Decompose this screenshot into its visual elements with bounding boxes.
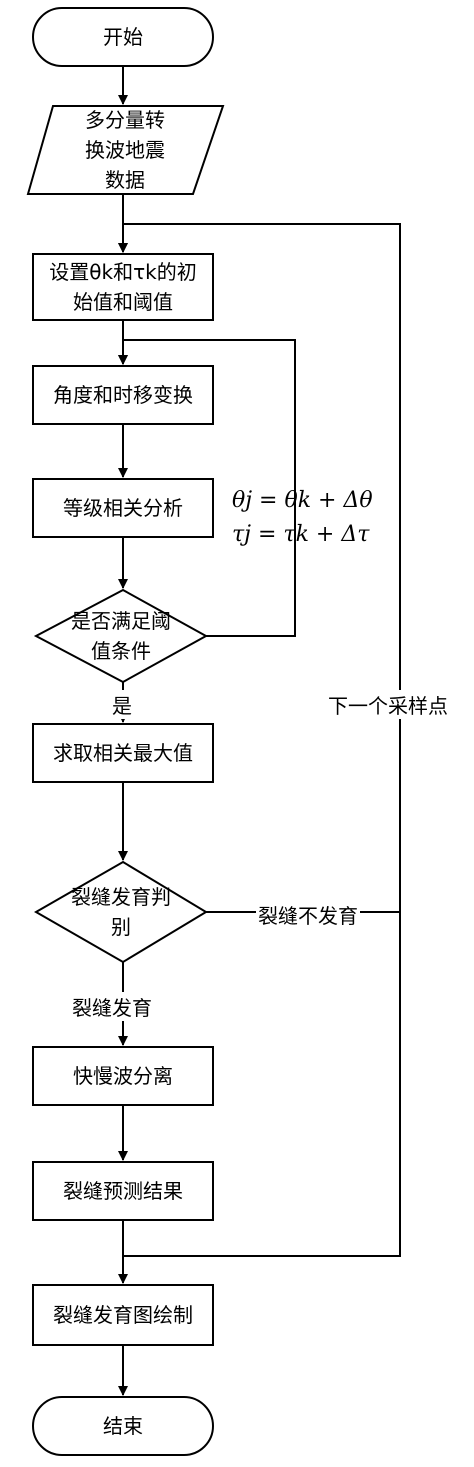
transform-box bbox=[32, 365, 214, 425]
map-draw-label: 裂缝发育图绘制 bbox=[53, 1303, 193, 1327]
input-label: 多分量转 换波地震 数据 bbox=[85, 108, 165, 192]
input-data-parallelogram bbox=[26, 105, 225, 195]
start-label: 开始 bbox=[103, 25, 143, 49]
formula-tau: τj = τk + Δτ bbox=[232, 522, 370, 547]
wave-sep-box bbox=[32, 1046, 214, 1106]
map-draw-box bbox=[32, 1284, 214, 1346]
fracture-judge-label: 裂缝发育判 别 bbox=[71, 885, 171, 939]
edge-yes-label: 是 bbox=[110, 690, 134, 719]
rank-corr-label: 等级相关分析 bbox=[63, 496, 183, 520]
edge-fracture-not-developed-label: 裂缝不发育 bbox=[256, 900, 360, 929]
loop-threshold-to-transform bbox=[123, 339, 296, 637]
loop-next-sample-up bbox=[123, 223, 401, 912]
transform-label: 角度和时移变换 bbox=[53, 383, 193, 407]
predict-result-label: 裂缝预测结果 bbox=[63, 1179, 183, 1203]
formula-theta: θj = θk + Δθ bbox=[232, 488, 373, 513]
edge-fracture-developed-label: 裂缝发育 bbox=[70, 992, 154, 1021]
edge-next-sample-label: 下一个采样点 bbox=[326, 690, 450, 719]
set-init-label: 设置θk和τk的初 始值和阈值 bbox=[49, 260, 197, 314]
rank-corr-box bbox=[32, 478, 214, 538]
end-label: 结束 bbox=[103, 1414, 143, 1438]
end-terminator bbox=[32, 1396, 214, 1456]
wave-sep-label: 快慢波分离 bbox=[73, 1064, 173, 1088]
max-corr-label: 求取相关最大值 bbox=[53, 741, 193, 765]
predict-result-box bbox=[32, 1161, 214, 1221]
set-init-box bbox=[32, 253, 214, 321]
threshold-label: 是否满足阈 值条件 bbox=[71, 609, 171, 663]
